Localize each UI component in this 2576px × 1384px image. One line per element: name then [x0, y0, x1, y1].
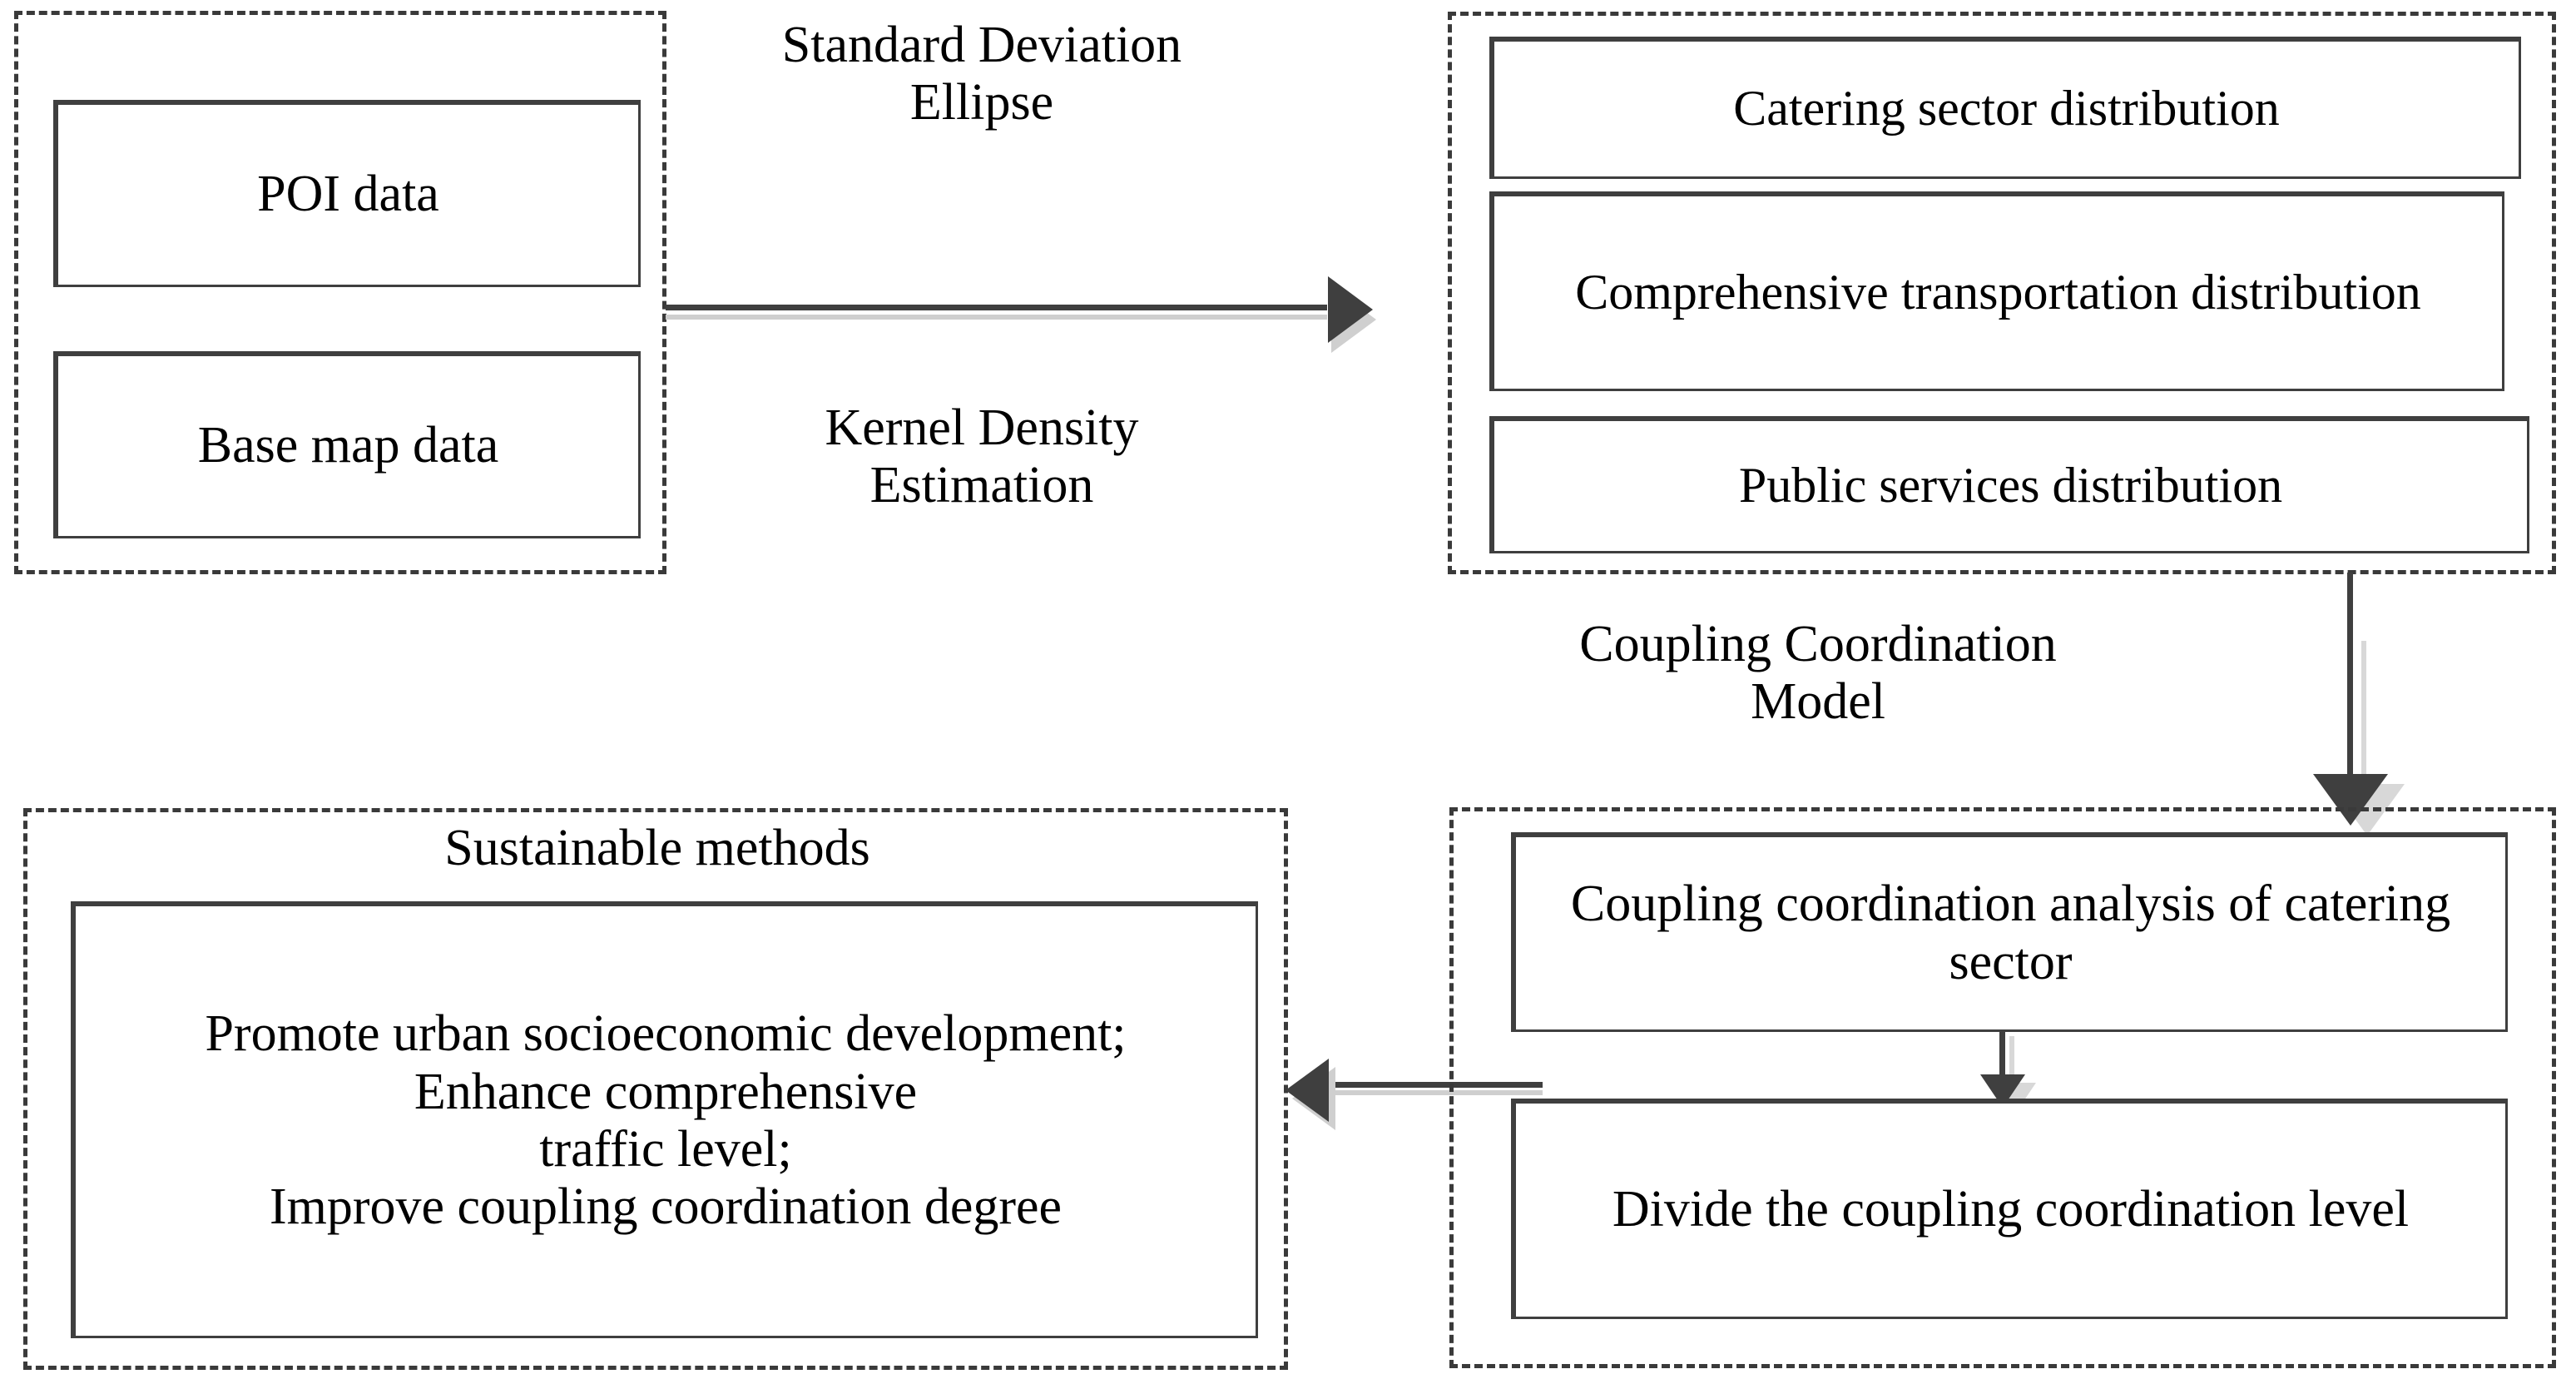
box-divide-coupling-level[interactable]: Divide the coupling coordination level: [1511, 1099, 2508, 1319]
box-comprehensive-transportation-distribution[interactable]: Comprehensive transportation distributio…: [1489, 191, 2504, 391]
box-base-map-data[interactable]: Base map data: [53, 351, 641, 538]
box-coupling-coordination-analysis[interactable]: Coupling coordination analysis of cateri…: [1511, 832, 2508, 1032]
caption-coupling-coordination-model: Coupling Coordination Model: [1579, 616, 2057, 731]
arrow-coupling-to-sustainable-line: [1326, 1082, 1543, 1088]
arrow-analysis-to-divide-line: [1999, 1032, 2005, 1084]
box-poi-data-label: POI data: [257, 166, 439, 223]
box-catering-sector-distribution-label: Catering sector distribution: [1733, 81, 2280, 136]
box-sustainable-measures[interactable]: Promote urban socioeconomic development;…: [71, 901, 1258, 1338]
box-catering-sector-distribution[interactable]: Catering sector distribution: [1489, 37, 2521, 179]
arrow-coupling-to-sustainable-shadow: [1326, 1090, 1543, 1095]
arrow-distributions-to-coupling-shadow: [2361, 641, 2366, 795]
arrow-sources-to-distributions-line: [666, 305, 1327, 310]
box-poi-data[interactable]: POI data: [53, 100, 641, 287]
arrow-analysis-to-divide-shadow: [2009, 1036, 2014, 1088]
arrow-coupling-to-sustainable-head: [1286, 1059, 1329, 1122]
group-coupling-analysis: [1449, 807, 2556, 1368]
box-public-services-distribution-label: Public services distribution: [1738, 458, 2283, 513]
caption-standard-deviation-ellipse: Standard Deviation Ellipse: [781, 17, 1182, 131]
box-base-map-data-label: Base map data: [197, 417, 499, 474]
box-public-services-distribution[interactable]: Public services distribution: [1489, 416, 2529, 553]
arrow-sources-to-distributions-head: [1328, 276, 1373, 343]
group-distributions: [1448, 12, 2556, 574]
box-sustainable-measures-label: Promote urban socioeconomic development;…: [205, 1005, 1127, 1236]
heading-sustainable-methods: Sustainable methods: [444, 820, 870, 876]
box-comprehensive-transportation-distribution-label: Comprehensive transportation distributio…: [1575, 264, 2421, 320]
box-coupling-coordination-analysis-label: Coupling coordination analysis of cateri…: [1570, 876, 2451, 990]
box-divide-coupling-level-label: Divide the coupling coordination level: [1612, 1181, 2410, 1238]
arrow-distributions-to-coupling-head: [2313, 774, 2388, 826]
caption-kernel-density-estimation: Kernel Density Estimation: [825, 399, 1139, 514]
arrow-distributions-to-coupling-line: [2347, 573, 2353, 781]
group-data-sources: [14, 11, 666, 574]
arrow-sources-to-distributions-shadow: [666, 315, 1327, 320]
